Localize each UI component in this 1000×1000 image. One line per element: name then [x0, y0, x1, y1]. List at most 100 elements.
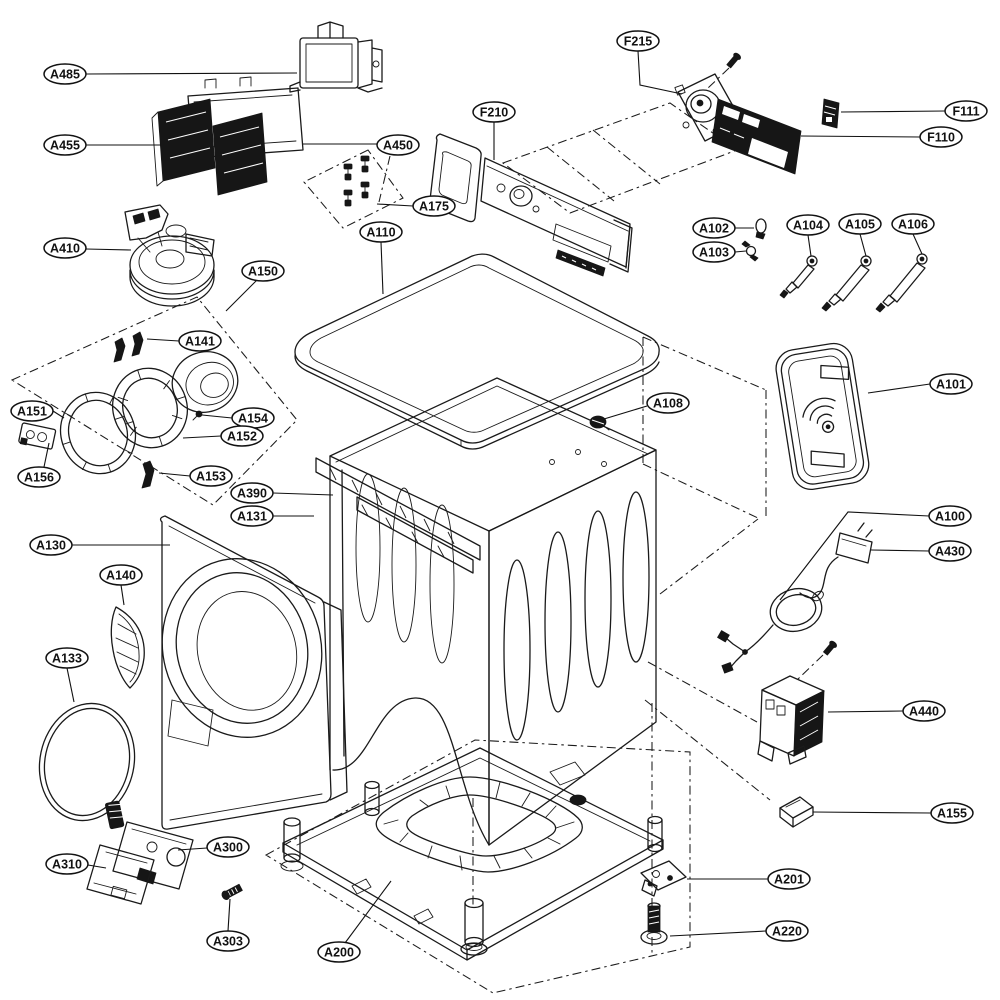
callout-A430: A430 [870, 540, 972, 562]
callout-label-A175: A175 [419, 200, 449, 214]
callout-bubble-F215 [616, 30, 660, 52]
part-f110-display-board [711, 98, 802, 175]
part-a220-foot-bolt [640, 902, 668, 945]
leader-line-A105 [859, 233, 867, 257]
leader-line-A104 [807, 234, 812, 257]
callout-A133: A133 [45, 647, 89, 703]
callout-label-A110: A110 [366, 226, 395, 240]
callout-label-A156: A156 [24, 471, 54, 485]
callout-bubble-A151 [10, 400, 54, 422]
callout-bubble-A201 [767, 868, 811, 890]
callout-label-A153: A153 [196, 470, 226, 484]
part-a201-bracket [640, 860, 687, 897]
callout-A103: A103 [692, 241, 747, 263]
part-a485-control-box [289, 21, 383, 93]
callout-label-A131: A131 [237, 510, 267, 524]
part-a140-door-handle [110, 606, 145, 689]
part-f210-control-panel [429, 102, 739, 277]
leader-line-F110 [800, 135, 921, 138]
callout-A303: A303 [206, 898, 250, 952]
leader-line-A108 [603, 405, 648, 420]
callout-A152: A152 [182, 425, 264, 447]
callout-bubble-A153 [189, 465, 233, 487]
leader-line-A133 [66, 667, 75, 703]
callout-bubble-A140 [99, 564, 143, 586]
callout-bubble-F210 [472, 101, 516, 123]
callout-A200: A200 [317, 880, 392, 963]
callout-A151: A151 [10, 400, 65, 422]
callout-label-A106: A106 [898, 218, 928, 232]
callout-A154: A154 [201, 407, 275, 429]
part-a104-damper [779, 255, 818, 299]
callout-bubble-A155 [930, 802, 974, 824]
callout-bubble-A455 [43, 134, 87, 156]
part-a130-front-panel [159, 515, 348, 830]
callout-A106: A106 [891, 213, 935, 255]
leader-line-F111 [840, 110, 946, 113]
part-a108-clip [589, 415, 610, 431]
callout-bubble-A430 [928, 540, 972, 562]
callout-bubble-A410 [43, 237, 87, 259]
leader-line-A430 [870, 549, 930, 552]
callout-label-A390: A390 [237, 487, 267, 501]
leader-line-A440 [827, 710, 904, 713]
callout-label-A141: A141 [185, 335, 215, 349]
part-a106-damper [875, 253, 928, 313]
callout-bubble-A133 [45, 647, 89, 669]
callout-A102: A102 [692, 217, 754, 239]
callout-A390: A390 [230, 482, 334, 504]
leader-line-A155 [812, 811, 932, 814]
leader-line-A100 [779, 511, 930, 601]
callout-bubble-A105 [838, 213, 882, 235]
callout-A101: A101 [867, 373, 973, 395]
callout-A131: A131 [230, 505, 314, 527]
callout-bubble-A220 [765, 920, 809, 942]
part-a450-screw-kit [303, 149, 404, 229]
callout-label-A300: A300 [213, 841, 243, 855]
callout-label-A102: A102 [699, 222, 729, 236]
callout-bubble-A156 [17, 466, 61, 488]
callout-label-A455: A455 [50, 139, 80, 153]
callout-bubble-A130 [29, 534, 73, 556]
callout-bubble-F111 [944, 100, 988, 122]
callout-label-A100: A100 [935, 510, 965, 524]
callout-label-A220: A220 [772, 925, 802, 939]
callout-label-A103: A103 [699, 246, 729, 260]
part-f111-connector [821, 98, 840, 129]
callout-label-A410: A410 [50, 242, 80, 256]
callout-label-A154: A154 [238, 412, 268, 426]
callout-bubble-A450 [376, 134, 420, 156]
callout-bubble-A106 [891, 213, 935, 235]
callout-A150: A150 [225, 260, 285, 312]
callout-A220: A220 [669, 920, 809, 942]
callout-bubble-A390 [230, 482, 274, 504]
wifi-icon [802, 397, 836, 433]
leader-line-A220 [669, 930, 767, 937]
callout-A153: A153 [158, 465, 233, 487]
leader-line-A151 [52, 410, 65, 419]
part-a310-cover-plate [86, 844, 155, 905]
callout-bubble-A100 [928, 505, 972, 527]
part-a303-screw [221, 883, 243, 901]
part-a155-cushion [779, 796, 814, 828]
part-a430-power-cord [799, 522, 873, 599]
callout-bubble-A101 [929, 373, 973, 395]
leader-line-A200 [344, 880, 392, 944]
callout-layer: A485A455A410A450A175A110F210F215F111F110… [10, 30, 988, 963]
part-a133-clamp-ring [38, 702, 136, 830]
part-a200-base-assembly [264, 703, 691, 994]
callout-bubble-A103 [692, 241, 736, 263]
callout-F111: F111 [840, 100, 988, 122]
callout-bubble-A200 [317, 941, 361, 963]
callout-bubble-A104 [786, 214, 830, 236]
callout-A140: A140 [99, 564, 143, 606]
part-a100-wire-harness [717, 587, 824, 674]
callout-label-F110: F110 [927, 131, 955, 145]
part-a410-dispenser-motor [124, 204, 215, 307]
callout-A110: A110 [359, 221, 403, 295]
part-a102-plug [755, 218, 767, 240]
leader-line-A485 [85, 72, 298, 75]
callout-label-A201: A201 [774, 873, 804, 887]
screw-icon [823, 640, 837, 656]
part-cabinet [315, 377, 657, 846]
